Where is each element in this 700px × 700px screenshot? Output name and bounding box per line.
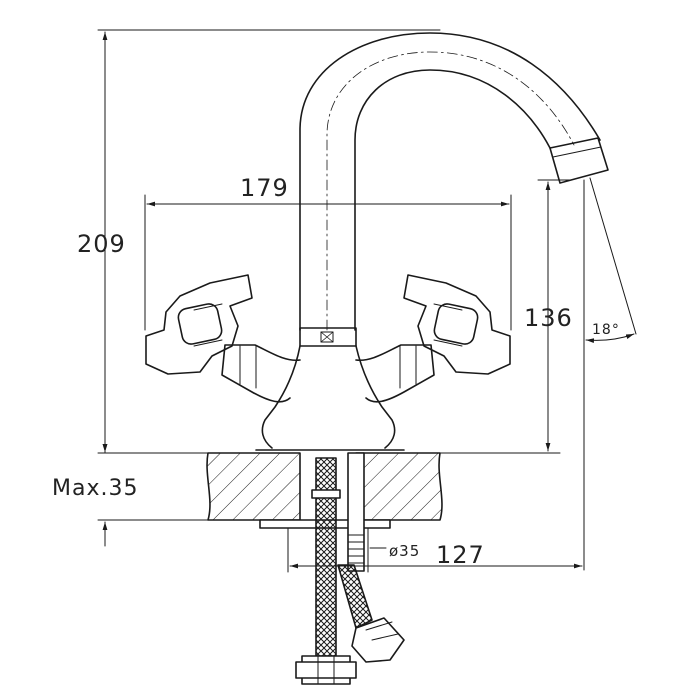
right-valve-neck (355, 344, 435, 403)
right-handle-grip (403, 274, 511, 375)
label-max-deck-thickness: Max.35 (52, 476, 138, 501)
right-handle (355, 274, 511, 403)
label-spout-reach: 127 (436, 541, 485, 569)
faucet-body (261, 345, 396, 449)
right-handle-inset (433, 303, 479, 345)
hose-straight (315, 457, 337, 657)
left-handle-grip (145, 274, 253, 375)
label-handle-span: 179 (240, 174, 289, 202)
deck-right-block (355, 452, 443, 521)
spout-aerator (549, 137, 609, 184)
left-handle (145, 274, 301, 403)
valve-collar (299, 327, 357, 347)
left-handle-inset (177, 303, 223, 345)
label-spout-height: 136 (524, 304, 573, 332)
dimension-lines (97, 29, 637, 573)
label-spout-angle: 18° (592, 322, 620, 338)
label-hole-diameter: ø35 (389, 542, 420, 560)
spout-outer-contour (299, 32, 601, 331)
spout (299, 32, 609, 331)
label-total-height: 209 (77, 230, 126, 258)
supply-hoses (295, 457, 405, 685)
spout-inner-contour (354, 69, 551, 331)
hose-angled (337, 564, 373, 629)
left-valve-neck (221, 344, 301, 403)
hose-nut-angled (351, 617, 405, 663)
dim-arc-spout-angle (585, 333, 635, 344)
deck-left-block (206, 452, 301, 521)
countertop-section (206, 449, 443, 521)
spout-centerline (326, 51, 575, 331)
